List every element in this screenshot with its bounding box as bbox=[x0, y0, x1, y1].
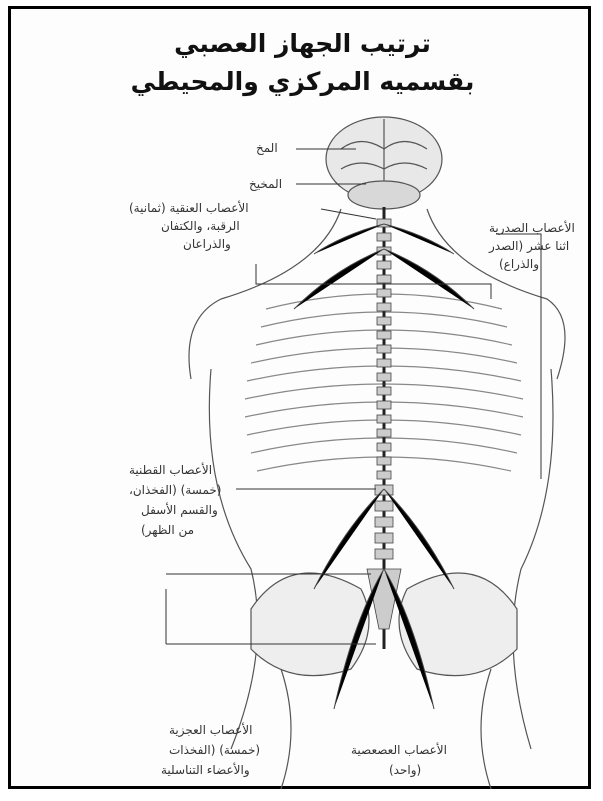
label-lumbar-line-3: والقسم الأسفل bbox=[141, 501, 218, 519]
page-frame: ترتيب الجهاز العصبي بقسميه المركزي والمح… bbox=[8, 6, 591, 789]
label-coccygeal-line-1: الأعصاب العصعصية bbox=[351, 741, 447, 759]
label-coccygeal-line-2: (واحد) bbox=[389, 761, 421, 779]
label-lumbar-line-1: الأعصاب القطنية bbox=[129, 461, 212, 479]
label-thoracic-line-3: والذراع) bbox=[499, 255, 539, 273]
label-cervical-line-2: الرقبة، والكتفان bbox=[161, 217, 240, 235]
label-cerebellum: المخيخ bbox=[249, 175, 282, 193]
nervous-system-illustration bbox=[11, 9, 594, 792]
label-cervical-line-3: والذراعان bbox=[183, 235, 231, 253]
label-sacral-line-3: والأعضاء التناسلية bbox=[161, 761, 250, 779]
label-thoracic-line-1: الأعصاب الصدرية bbox=[489, 219, 575, 237]
label-lumbar-line-4: من الظهر) bbox=[141, 521, 194, 539]
label-sacral-line-1: الأعصاب العجزية bbox=[169, 721, 252, 739]
label-sacral-line-2: (خمسة) (الفخذات bbox=[169, 741, 260, 759]
label-brain: المخ bbox=[256, 139, 278, 157]
label-thoracic-line-2: اثنا عشر (الصدر bbox=[489, 237, 569, 255]
label-cervical-line-1: الأعصاب العنقية (ثمانية) bbox=[129, 199, 249, 217]
label-lumbar-line-2: (خمسة) (الفخذان، bbox=[129, 481, 221, 499]
cerebellum-shape bbox=[348, 181, 420, 209]
